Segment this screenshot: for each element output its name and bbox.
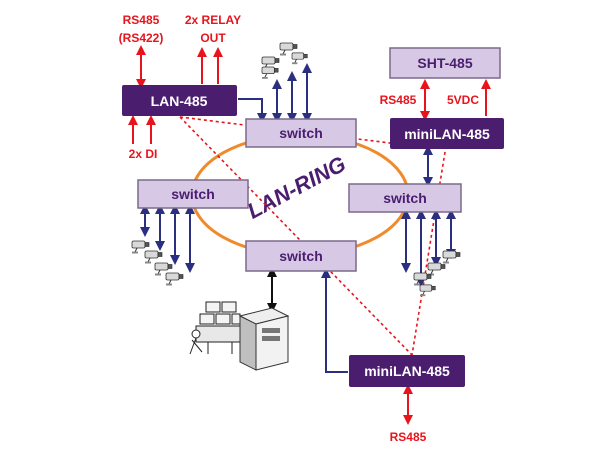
switch-right: switch: [348, 183, 462, 213]
minilan-bottom-label: miniLAN-485: [364, 363, 450, 379]
switch-left: switch: [137, 179, 249, 209]
relay-label: 2x RELAY: [185, 13, 241, 27]
switch-bottom-label: switch: [279, 248, 323, 264]
5vdc-label: 5VDC: [447, 93, 479, 107]
minilan-bottom-rs485-label: RS485: [390, 430, 427, 444]
sht485-label: SHT-485: [417, 55, 472, 71]
switch-right-label: switch: [383, 190, 427, 206]
relay-out-label: OUT: [200, 31, 226, 45]
di-label: 2x DI: [129, 147, 158, 161]
sht485-device: SHT-485: [389, 47, 501, 79]
io-arrows: [128, 45, 491, 425]
minilan-top-device: miniLAN-485: [390, 118, 504, 149]
switch-top: switch: [245, 118, 357, 148]
minilan-bottom-device: miniLAN-485: [349, 355, 465, 387]
switch-left-label: switch: [171, 186, 215, 202]
rs485-label: RS485: [123, 13, 160, 27]
rs422-label: (RS422): [119, 31, 164, 45]
monitoring-workstation-icon: [189, 301, 241, 355]
switch-bottom: switch: [245, 240, 357, 272]
minilan-top-rs485-label: RS485: [380, 93, 417, 107]
ring-label: LAN-RING: [243, 151, 350, 224]
minilan-top-label: miniLAN-485: [404, 126, 490, 142]
lan485-device: LAN-485: [122, 85, 237, 116]
network-links: [140, 63, 456, 373]
switch-top-label: switch: [279, 125, 323, 141]
server-tower-icon: [238, 307, 290, 371]
lan485-label: LAN-485: [151, 93, 208, 109]
